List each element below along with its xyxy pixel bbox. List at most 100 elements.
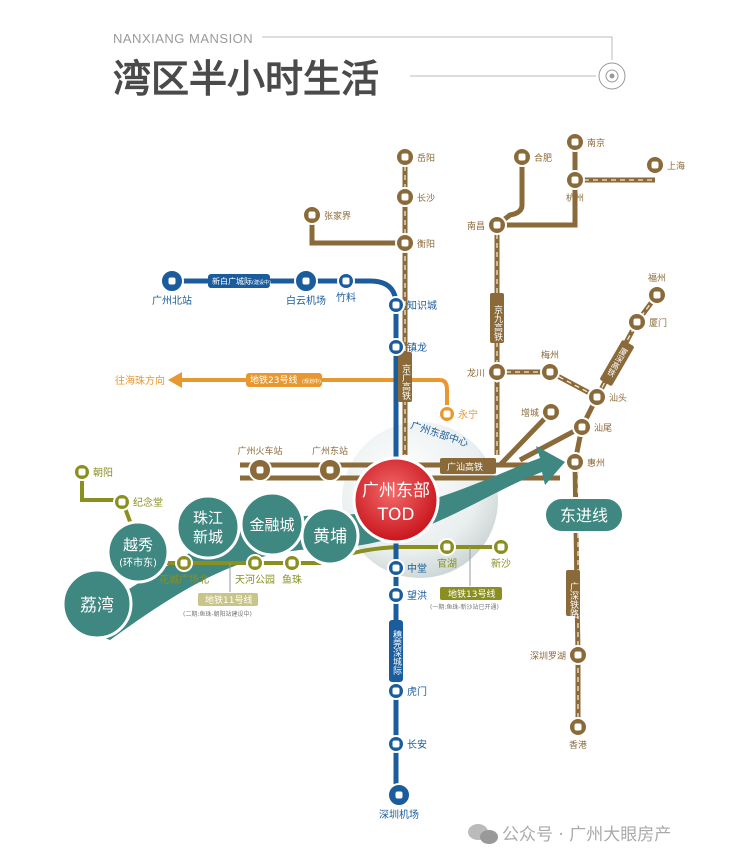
- station-label: 镇龙: [407, 341, 427, 354]
- metro-icon-glyph: [392, 301, 400, 309]
- station-label: 鱼珠: [282, 573, 302, 586]
- label-haizhu: 往海珠方向: [115, 374, 165, 387]
- railway-icon-glyph: [326, 466, 334, 474]
- train-icon-glyph: [493, 368, 501, 376]
- label-xinbaiguang-note: (建设中): [252, 279, 271, 286]
- ornament-icon: [598, 62, 626, 90]
- station-label: 广州火车站: [237, 445, 282, 457]
- metro-icon-glyph: [342, 277, 350, 285]
- train-icon-glyph: [571, 458, 579, 466]
- train-icon-glyph: [574, 723, 582, 731]
- metro-icon-glyph: [497, 543, 505, 551]
- station-label: 南昌: [467, 220, 485, 232]
- metro-icon-glyph: [443, 543, 451, 551]
- station-label: 衡阳: [417, 238, 435, 250]
- station-label: 汕头: [609, 393, 627, 404]
- train-icon-glyph: [401, 153, 409, 161]
- station-label: 花城广场北: [159, 573, 209, 586]
- district-circles: [61, 491, 360, 640]
- label-jingjiu: 京九高铁: [492, 304, 503, 342]
- station-label: 上海: [667, 160, 685, 172]
- station-label: 张家界: [324, 210, 351, 222]
- station-label: 官湖: [437, 557, 457, 570]
- label-guangshen: 广深铁路: [568, 581, 579, 619]
- station-label: 虎门: [407, 685, 427, 698]
- station-label: 竹料: [336, 291, 356, 304]
- station-label: 梅州: [541, 349, 559, 361]
- station-label: 厦门: [649, 317, 667, 329]
- station-label: 望洪: [407, 589, 427, 602]
- arrow-left-icon: [168, 372, 182, 388]
- tod-circle: [352, 456, 440, 544]
- station-label: 天河公园: [235, 574, 275, 586]
- metro-icon-glyph: [168, 277, 176, 285]
- station-label: 知识城: [407, 299, 437, 312]
- metro-icon-glyph: [180, 559, 188, 567]
- label-jingguang: 京广高铁: [400, 363, 411, 401]
- station-label: 广州东站: [312, 445, 348, 457]
- label-metro23-note: (规划中): [302, 378, 321, 385]
- train-icon-glyph: [633, 318, 641, 326]
- station-label: 深圳罗湖: [530, 651, 566, 662]
- header-subtitle: NANXIANG MANSION: [113, 31, 253, 46]
- airplane-icon-glyph: [395, 791, 403, 799]
- label-metro13-note: (一期:鱼珠-新沙站已开通): [430, 603, 499, 611]
- east-line-badge: [544, 497, 624, 533]
- station-label: 深圳机场: [379, 808, 419, 821]
- district-yuexiu-sub: (环市东): [119, 556, 157, 569]
- label-metro23: 地铁23号线: [250, 374, 297, 386]
- train-icon-glyph: [401, 239, 409, 247]
- train-icon-glyph: [653, 291, 661, 299]
- train-icon-glyph: [518, 153, 526, 161]
- station-label: 南京: [587, 137, 605, 149]
- station-label: 龙川: [467, 367, 485, 379]
- district-huangpu: 黄埔: [313, 527, 347, 547]
- station-label: 白云机场: [286, 294, 326, 307]
- train-icon-glyph: [571, 138, 579, 146]
- airplane-icon-glyph: [302, 277, 310, 285]
- label-guangshan: 广汕高铁: [447, 461, 483, 473]
- station-label: 长沙: [417, 192, 435, 204]
- label-xinbaiguang: 新白广城际: [212, 276, 252, 286]
- metro-icon-glyph: [392, 564, 400, 572]
- label-metro11: 地铁11号线: [205, 594, 252, 606]
- metro-icon-glyph: [392, 591, 400, 599]
- train-icon-glyph: [547, 408, 555, 416]
- district-xincheng: 新城: [193, 528, 223, 546]
- train-icon-glyph: [571, 176, 579, 184]
- metro-icon-glyph: [443, 410, 451, 418]
- watermark-text: 公众号 · 广州大眼房产: [502, 825, 671, 845]
- station-label: 合肥: [534, 152, 552, 164]
- railway-icon-glyph: [256, 466, 264, 474]
- station-label: 杭州: [566, 192, 584, 204]
- metro-icon-glyph: [118, 498, 126, 506]
- tod-subtitle: TOD: [377, 505, 415, 525]
- station-label: 汕尾: [594, 423, 612, 434]
- label-metro13: 地铁13号线: [448, 588, 495, 600]
- district-zhujiang: 珠江: [193, 509, 223, 527]
- station-label: 惠州: [587, 457, 605, 469]
- metro-icon-glyph: [392, 343, 400, 351]
- metro-icon-glyph: [78, 468, 86, 476]
- station-label: 朝阳: [93, 467, 113, 479]
- label-metro11-note: (二期:鱼珠-朝阳站建设中): [183, 610, 252, 618]
- station-label: 中堂: [407, 562, 427, 575]
- train-icon-glyph: [578, 423, 586, 431]
- district-yuexiu: 越秀: [123, 536, 153, 554]
- metro-icon-glyph: [392, 740, 400, 748]
- train-icon-glyph: [493, 221, 501, 229]
- page-title: 湾区半小时生活: [113, 57, 379, 101]
- station-label: 香港: [569, 739, 587, 751]
- metro23-line: [168, 372, 449, 414]
- station-label: 广州北站: [152, 294, 192, 307]
- station-label: 永宁: [458, 408, 478, 421]
- metro-icon-glyph: [251, 559, 259, 567]
- train-icon-glyph: [401, 193, 409, 201]
- train-icon-glyph: [308, 211, 316, 219]
- tod-title: 广州东部: [362, 481, 430, 501]
- station-label: 岳阳: [417, 152, 435, 164]
- district-jinrongcheng: 金融城: [249, 516, 294, 534]
- station-label: 福州: [648, 272, 666, 284]
- header-divider: [262, 36, 613, 60]
